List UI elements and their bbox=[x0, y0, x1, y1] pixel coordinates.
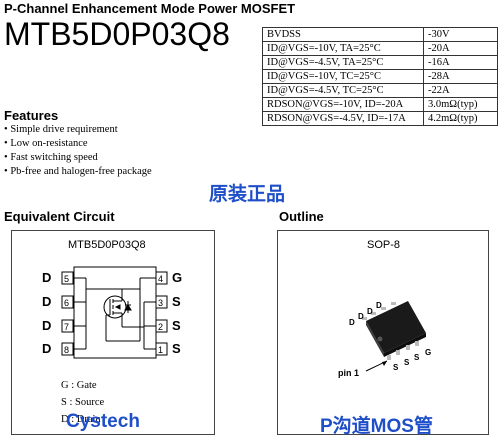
right-pins: 4 G 3 S 2 S 1 S bbox=[155, 270, 182, 356]
features-list: Simple drive requirement Low on-resistan… bbox=[4, 123, 152, 179]
outline-panel: SOP-8 D D D D S S S G pin 1 bbox=[277, 230, 489, 435]
circuit-diagram: MTB5D0P03Q8 D 5 D 6 D 7 D 8 bbox=[42, 239, 182, 425]
pin-label-top: D bbox=[358, 312, 364, 321]
genuine-watermark: 原装正品 bbox=[209, 184, 286, 205]
feature-item: Fast switching speed bbox=[4, 151, 152, 165]
spec-value: 3.0mΩ(typ) bbox=[423, 97, 498, 112]
sop8-chip bbox=[362, 301, 426, 360]
pin-letter: D bbox=[42, 341, 51, 356]
pin-number: 8 bbox=[64, 345, 69, 355]
mosfet-symbol bbox=[74, 277, 156, 350]
pin-box bbox=[61, 295, 74, 309]
package-drawing: SOP-8 D D D D S S S G pin 1 bbox=[338, 239, 431, 378]
pin-box bbox=[61, 342, 74, 356]
spec-param: RDSON@VGS=-4.5V, ID=-17A bbox=[262, 111, 424, 126]
package-label: SOP-8 bbox=[367, 239, 400, 251]
pin-label-top: D bbox=[367, 307, 373, 316]
pin-letter: S bbox=[172, 294, 181, 309]
legend-gate: G : Gate bbox=[61, 380, 97, 391]
pin-letter: D bbox=[42, 270, 51, 285]
legend-drain: D : Drain bbox=[61, 414, 101, 425]
pin-label-top: D bbox=[376, 301, 382, 310]
pin-letter: G bbox=[172, 270, 182, 285]
pin-number: 2 bbox=[158, 322, 163, 332]
pin-label-bottom: S bbox=[393, 363, 399, 372]
feature-item: Simple drive requirement bbox=[4, 123, 152, 137]
feature-item: Low on-resistance bbox=[4, 137, 152, 151]
spec-value: -28A bbox=[423, 69, 498, 84]
spec-param: ID@VGS=-10V, TC=25°C bbox=[262, 69, 424, 84]
spec-value: -16A bbox=[423, 55, 498, 70]
pin-letter: D bbox=[42, 294, 51, 309]
pin-number: 1 bbox=[158, 345, 163, 355]
spec-param: RDSON@VGS=-10V, ID=-20A bbox=[262, 97, 424, 112]
spec-value: 4.2mΩ(typ) bbox=[423, 111, 498, 126]
spec-row: BVDSS-30V bbox=[262, 27, 498, 42]
subtitle: P-Channel Enhancement Mode Power MOSFET bbox=[4, 1, 296, 16]
pin-box bbox=[61, 319, 74, 333]
circuit-part-label: MTB5D0P03Q8 bbox=[68, 239, 146, 251]
legend-source: S : Source bbox=[61, 397, 105, 408]
spec-param: BVDSS bbox=[262, 27, 424, 42]
spec-value: -22A bbox=[423, 83, 498, 98]
spec-param: ID@VGS=-4.5V, TA=25°C bbox=[262, 55, 424, 70]
pin-number: 5 bbox=[64, 274, 69, 284]
pin-number: 6 bbox=[64, 298, 69, 308]
pin-label-top: D bbox=[349, 318, 355, 327]
type-watermark: P沟道MOS管 bbox=[320, 416, 433, 437]
pin-label-bottom: G bbox=[425, 348, 431, 357]
spec-row: ID@VGS=-4.5V, TC=25°C-22A bbox=[262, 83, 498, 98]
outline-title: Outline bbox=[279, 209, 324, 224]
pin-letter: D bbox=[42, 318, 51, 333]
pin-letter: S bbox=[172, 341, 181, 356]
equivalent-circuit-title: Equivalent Circuit bbox=[4, 209, 115, 224]
pin-number: 4 bbox=[158, 274, 163, 284]
spec-value: -30V bbox=[423, 27, 498, 42]
ic-body bbox=[73, 266, 157, 359]
features-title: Features bbox=[4, 108, 59, 123]
pin1-arrow bbox=[382, 361, 387, 366]
brand-watermark: Cystech bbox=[66, 411, 140, 432]
pin-label-bottom: S bbox=[414, 353, 420, 362]
left-pins: D 5 D 6 D 7 D 8 bbox=[42, 270, 74, 356]
feature-item: Pb-free and halogen-free package bbox=[4, 165, 151, 179]
part-number: MTB5D0P03Q8 bbox=[4, 16, 230, 52]
spec-row: ID@VGS=-10V, TA=25°C-20A bbox=[262, 41, 498, 56]
spec-row: ID@VGS=-4.5V, TA=25°C-16A bbox=[262, 55, 498, 70]
pin1-label: pin 1 bbox=[338, 368, 359, 378]
equivalent-circuit-panel: MTB5D0P03Q8 D 5 D 6 D 7 D 8 bbox=[11, 230, 215, 435]
pin-label-bottom: S bbox=[404, 358, 410, 367]
spec-value: -20A bbox=[423, 41, 498, 56]
spec-param: ID@VGS=-10V, TA=25°C bbox=[262, 41, 424, 56]
pin-number: 3 bbox=[158, 298, 163, 308]
pin-box bbox=[61, 271, 74, 285]
pin-letter: S bbox=[172, 318, 181, 333]
spec-param: ID@VGS=-4.5V, TC=25°C bbox=[262, 83, 424, 98]
pin-number: 7 bbox=[64, 322, 69, 332]
spec-row: ID@VGS=-10V, TC=25°C-28A bbox=[262, 69, 498, 84]
